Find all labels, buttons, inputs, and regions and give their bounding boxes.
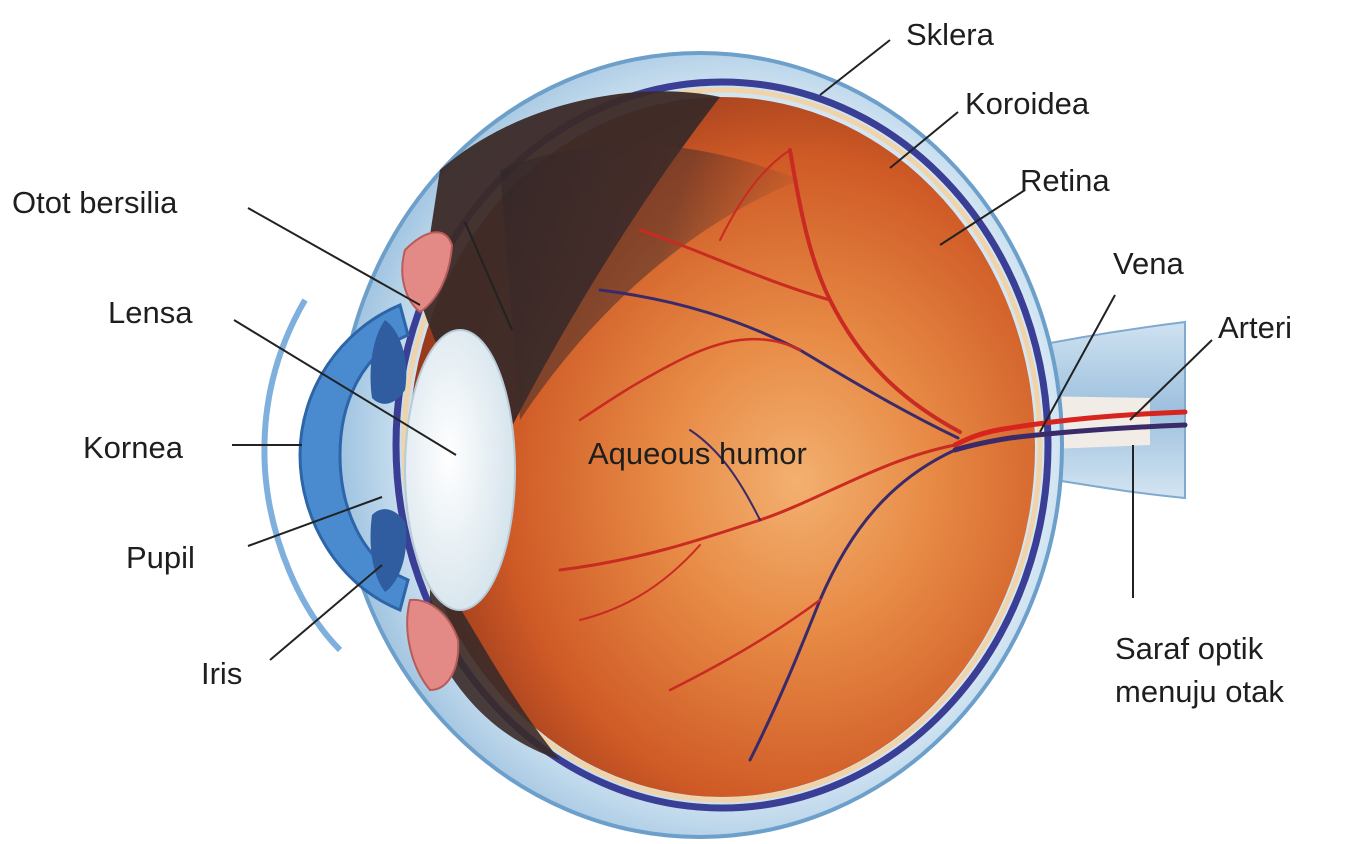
label-otot-bersilia: Otot bersilia xyxy=(12,187,177,218)
label-sklera: Sklera xyxy=(906,19,994,50)
label-saraf-optik-line1: Saraf optik xyxy=(1115,628,1284,671)
label-lensa: Lensa xyxy=(108,297,192,328)
lens xyxy=(405,330,515,610)
label-retina: Retina xyxy=(1020,165,1110,196)
leader-sklera xyxy=(820,40,890,95)
label-saraf-optik: Saraf optik menuju otak xyxy=(1115,628,1284,714)
label-iris: Iris xyxy=(201,658,242,689)
leader-iris xyxy=(270,565,382,660)
label-arteri: Arteri xyxy=(1218,312,1292,343)
label-pupil: Pupil xyxy=(126,542,195,573)
label-vena: Vena xyxy=(1113,248,1184,279)
label-aqueous-humor: Aqueous humor xyxy=(588,438,807,469)
label-koroidea: Koroidea xyxy=(965,88,1089,119)
label-kornea: Kornea xyxy=(83,432,183,463)
label-saraf-optik-line2: menuju otak xyxy=(1115,671,1284,714)
